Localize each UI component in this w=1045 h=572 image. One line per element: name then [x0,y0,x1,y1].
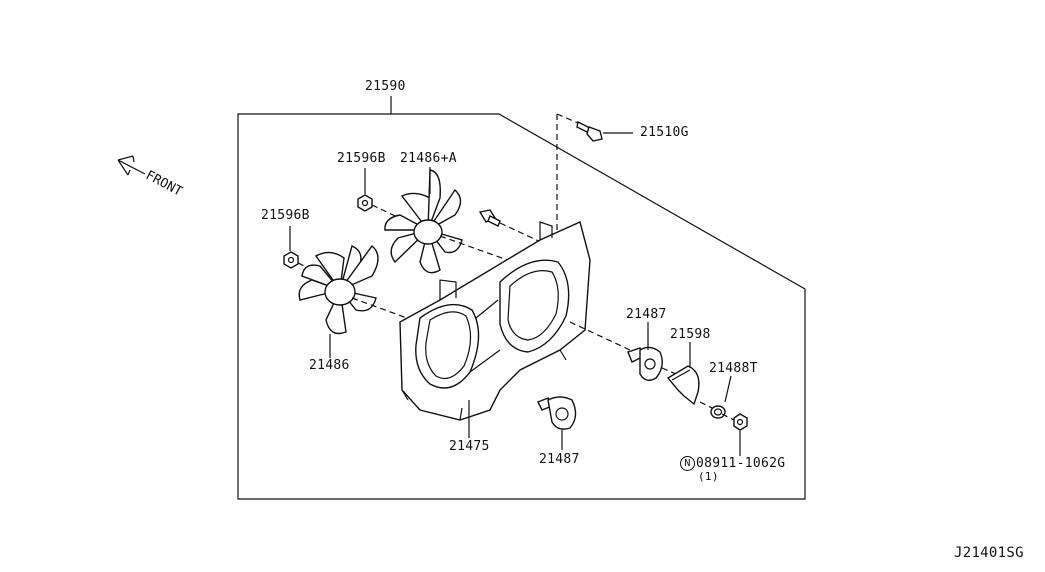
label-shroud: 21475 [449,439,490,454]
fan-shroud-icon [399,221,591,421]
label-hex-nut-qty: (1) [698,470,719,483]
hex-nut-icon [721,413,748,431]
bracket-icon [666,365,700,406]
label-nut-left-lower: 21596B [261,208,310,223]
label-fan-lower: 21486 [309,358,350,373]
label-fan-upper: 21486+A [400,151,457,166]
fan-upper-icon [384,169,531,274]
label-nut-left-upper: 21596B [337,151,386,166]
front-arrow-icon [117,155,146,176]
washer-icon [699,401,726,419]
circle-n-icon: N [680,456,695,471]
label-motor-right: 21487 [626,307,667,322]
label-bolt-top: 21510G [640,125,689,140]
motor-bottom-icon [537,396,577,430]
label-motor-bottom: 21487 [539,452,580,467]
label-hex-nut-part: 08911-1062G [696,456,786,471]
motor-right-icon [569,321,691,381]
small-bolt-icon [478,209,546,245]
label-bracket: 21598 [670,327,711,342]
label-washer: 21488T [709,361,758,376]
leader-washer [724,375,732,403]
fan-lower-icon [298,244,441,335]
bolt-21510g-icon [556,113,633,240]
assembly-frame [237,113,806,500]
label-diagram-id: J21401SG [954,545,1024,561]
label-assembly: 21590 [365,79,406,94]
